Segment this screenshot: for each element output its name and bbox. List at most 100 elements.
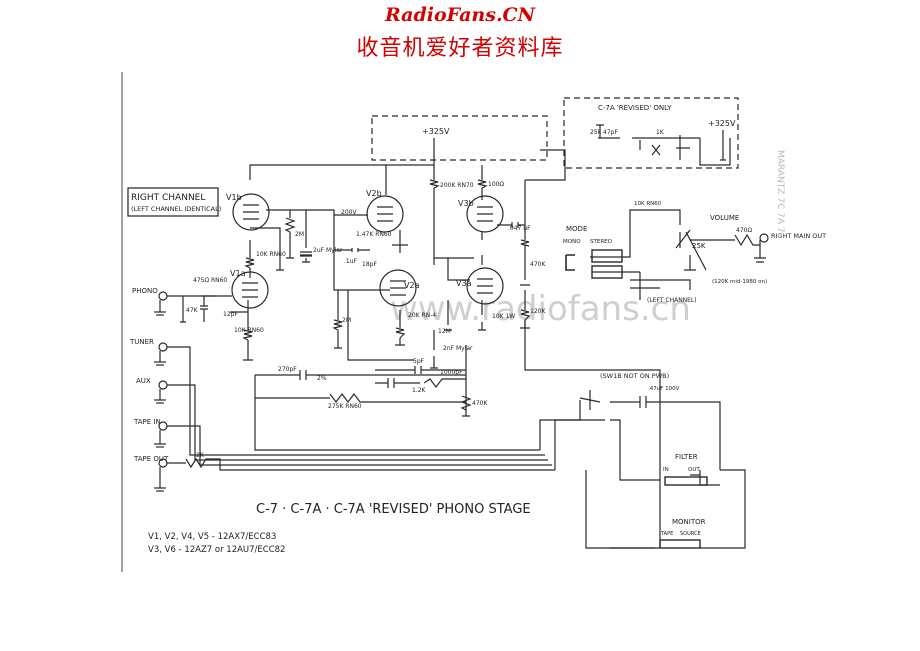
volume-label: VOLUME bbox=[710, 214, 739, 222]
label-270pf: 270pF bbox=[278, 366, 297, 373]
label-047: .047 uF bbox=[508, 225, 531, 232]
tube-v2a bbox=[379, 269, 417, 307]
monitor-switch bbox=[659, 539, 701, 549]
tube-label-v3a: V3a bbox=[456, 279, 472, 288]
input-aux-label: AUX bbox=[136, 377, 151, 385]
label-1uf: .1uF bbox=[344, 258, 358, 265]
filter-out-label: OUT bbox=[688, 467, 700, 473]
mode-label: MODE bbox=[566, 225, 587, 233]
label-147k: 1.47K RN60 bbox=[356, 231, 392, 238]
resistor-120k bbox=[520, 309, 531, 321]
filter-label: FILTER bbox=[675, 453, 698, 461]
supply-label-2: +325V bbox=[708, 119, 736, 128]
tube-note-1: V1, V2, V4, V5 - 12AX7/ECC83 bbox=[148, 532, 276, 542]
resistor-470k-b bbox=[460, 395, 472, 411]
tube-label-v2b: V2b bbox=[366, 189, 382, 198]
label-475: 475Ω RN60 bbox=[193, 277, 227, 284]
monitor-tape-label: TAPE bbox=[660, 531, 673, 537]
vol-10k-label: 10K RN60 bbox=[634, 201, 662, 207]
supply-dashed-box bbox=[371, 115, 548, 161]
resistor-2m-a bbox=[284, 217, 296, 233]
resistor-20k bbox=[395, 327, 406, 339]
vol-25k-label: 25K bbox=[692, 242, 706, 250]
schematic-title: C-7 · C-7A · C-7A 'REVISED' PHONO STAGE bbox=[256, 502, 531, 517]
label-2k: 2K bbox=[196, 452, 205, 459]
label-20k: 20K RN-4 bbox=[408, 312, 436, 319]
filter-in-label: IN bbox=[663, 467, 669, 473]
side-faint-text: MARANTZ 7C 7A 7S bbox=[775, 150, 785, 239]
stereo-label: STEREO bbox=[590, 239, 613, 245]
right-channel-box bbox=[127, 187, 219, 217]
tube-label-v3b: V3b bbox=[458, 199, 474, 208]
resistor-10k-a bbox=[244, 257, 255, 269]
label-10k-rn60-b: 10K RN60 bbox=[234, 327, 264, 334]
label-10k-1w: 10K 1W bbox=[492, 313, 515, 320]
label-12k: 1.2K bbox=[412, 387, 427, 394]
label-12m: 12M bbox=[438, 328, 451, 335]
label-1000pf: 1000pF bbox=[440, 369, 463, 376]
label-1k: 1K bbox=[656, 129, 665, 136]
input-tape-in-label: TAPE IN bbox=[133, 418, 161, 426]
input-tuner-label: TUNER bbox=[129, 338, 154, 346]
resistor-200k bbox=[429, 179, 440, 189]
tuner-jack bbox=[158, 342, 168, 352]
wiring bbox=[167, 124, 766, 549]
resistor-470k-a bbox=[520, 239, 530, 247]
left-identical-label: (LEFT CHANNEL IDENTICAL) bbox=[131, 205, 221, 213]
watermark-text: www.radiofans.cn bbox=[390, 289, 691, 329]
monitor-label: MONITOR bbox=[672, 518, 706, 526]
site-title[interactable]: RadioFans.CN bbox=[384, 4, 536, 26]
label-2nf: 2nF Mylar bbox=[443, 345, 473, 352]
resistor-10k-b bbox=[242, 329, 253, 341]
mode-switch bbox=[565, 249, 623, 279]
label-10k-rn60-a: 10K RN60 bbox=[256, 251, 286, 258]
tube-label-v1a: V1a bbox=[230, 269, 246, 278]
capacitor-2uf bbox=[300, 251, 312, 257]
label-25k-47pf: 25k 47pF bbox=[590, 129, 618, 136]
tube-v3a bbox=[466, 267, 504, 305]
label-100: 100Ω bbox=[488, 181, 504, 188]
label-12pf: 12pF bbox=[223, 311, 238, 318]
phono-jack bbox=[158, 291, 168, 301]
tube-label-v1b: V1b bbox=[226, 193, 242, 202]
vol-470-label: 470Ω bbox=[736, 227, 752, 234]
label-200k: 200K RN70 bbox=[440, 182, 474, 189]
label-120k: 120K bbox=[530, 308, 546, 315]
label-200v: 200V bbox=[341, 209, 357, 216]
r-120k-note: (120K mid-1980 on) bbox=[712, 279, 767, 285]
resistor-2m-b bbox=[332, 319, 343, 331]
revised-only-label: C-7A 'REVISED' ONLY bbox=[598, 104, 672, 112]
left-channel-label: (LEFT CHANNEL) bbox=[647, 297, 697, 304]
tube-v1b bbox=[232, 193, 270, 231]
cap-47uf-label: .47uF 100V bbox=[648, 386, 680, 392]
right-main-out-label: RIGHT MAIN OUT bbox=[771, 232, 826, 240]
site-subtitle: 收音机爱好者资料库 bbox=[356, 36, 564, 61]
passive-components bbox=[202, 179, 531, 411]
label-2uf: 2uF Mylar bbox=[313, 247, 343, 254]
resistor-100 bbox=[477, 179, 488, 189]
label-2pct: 2% bbox=[317, 375, 327, 382]
main-out-jack bbox=[759, 233, 769, 243]
tube-label-v2a: V2a bbox=[404, 281, 420, 290]
tube-v3b bbox=[466, 195, 504, 233]
sw1b-note: (SW1B NOT ON PWB) bbox=[600, 372, 669, 380]
label-275k: 275K RN60 bbox=[328, 403, 362, 410]
input-phono-label: PHONO bbox=[132, 287, 158, 295]
supply-label-1: +325V bbox=[422, 127, 450, 136]
tube-v1a bbox=[231, 271, 269, 309]
mono-label: MONO bbox=[563, 239, 581, 245]
aux-jack bbox=[158, 380, 168, 390]
label-18pf: 18pF bbox=[362, 261, 377, 268]
label-470k-b: 470K bbox=[472, 400, 488, 407]
label-5pf: 5pF bbox=[413, 358, 425, 365]
right-channel-label: RIGHT CHANNEL bbox=[131, 193, 205, 203]
label-47k: 47K bbox=[186, 307, 199, 314]
tube-note-2: V3, V6 - 12AZ7 or 12AU7/ECC82 bbox=[148, 545, 285, 555]
label-2m-a: 2M bbox=[295, 231, 304, 238]
label-2m-b: 2M bbox=[342, 317, 351, 324]
input-tape-out-label: TAPE OUT bbox=[133, 455, 169, 463]
tube-v2b bbox=[366, 195, 404, 233]
monitor-source-label: SOURCE bbox=[680, 531, 701, 537]
tube-symbols bbox=[231, 193, 504, 309]
